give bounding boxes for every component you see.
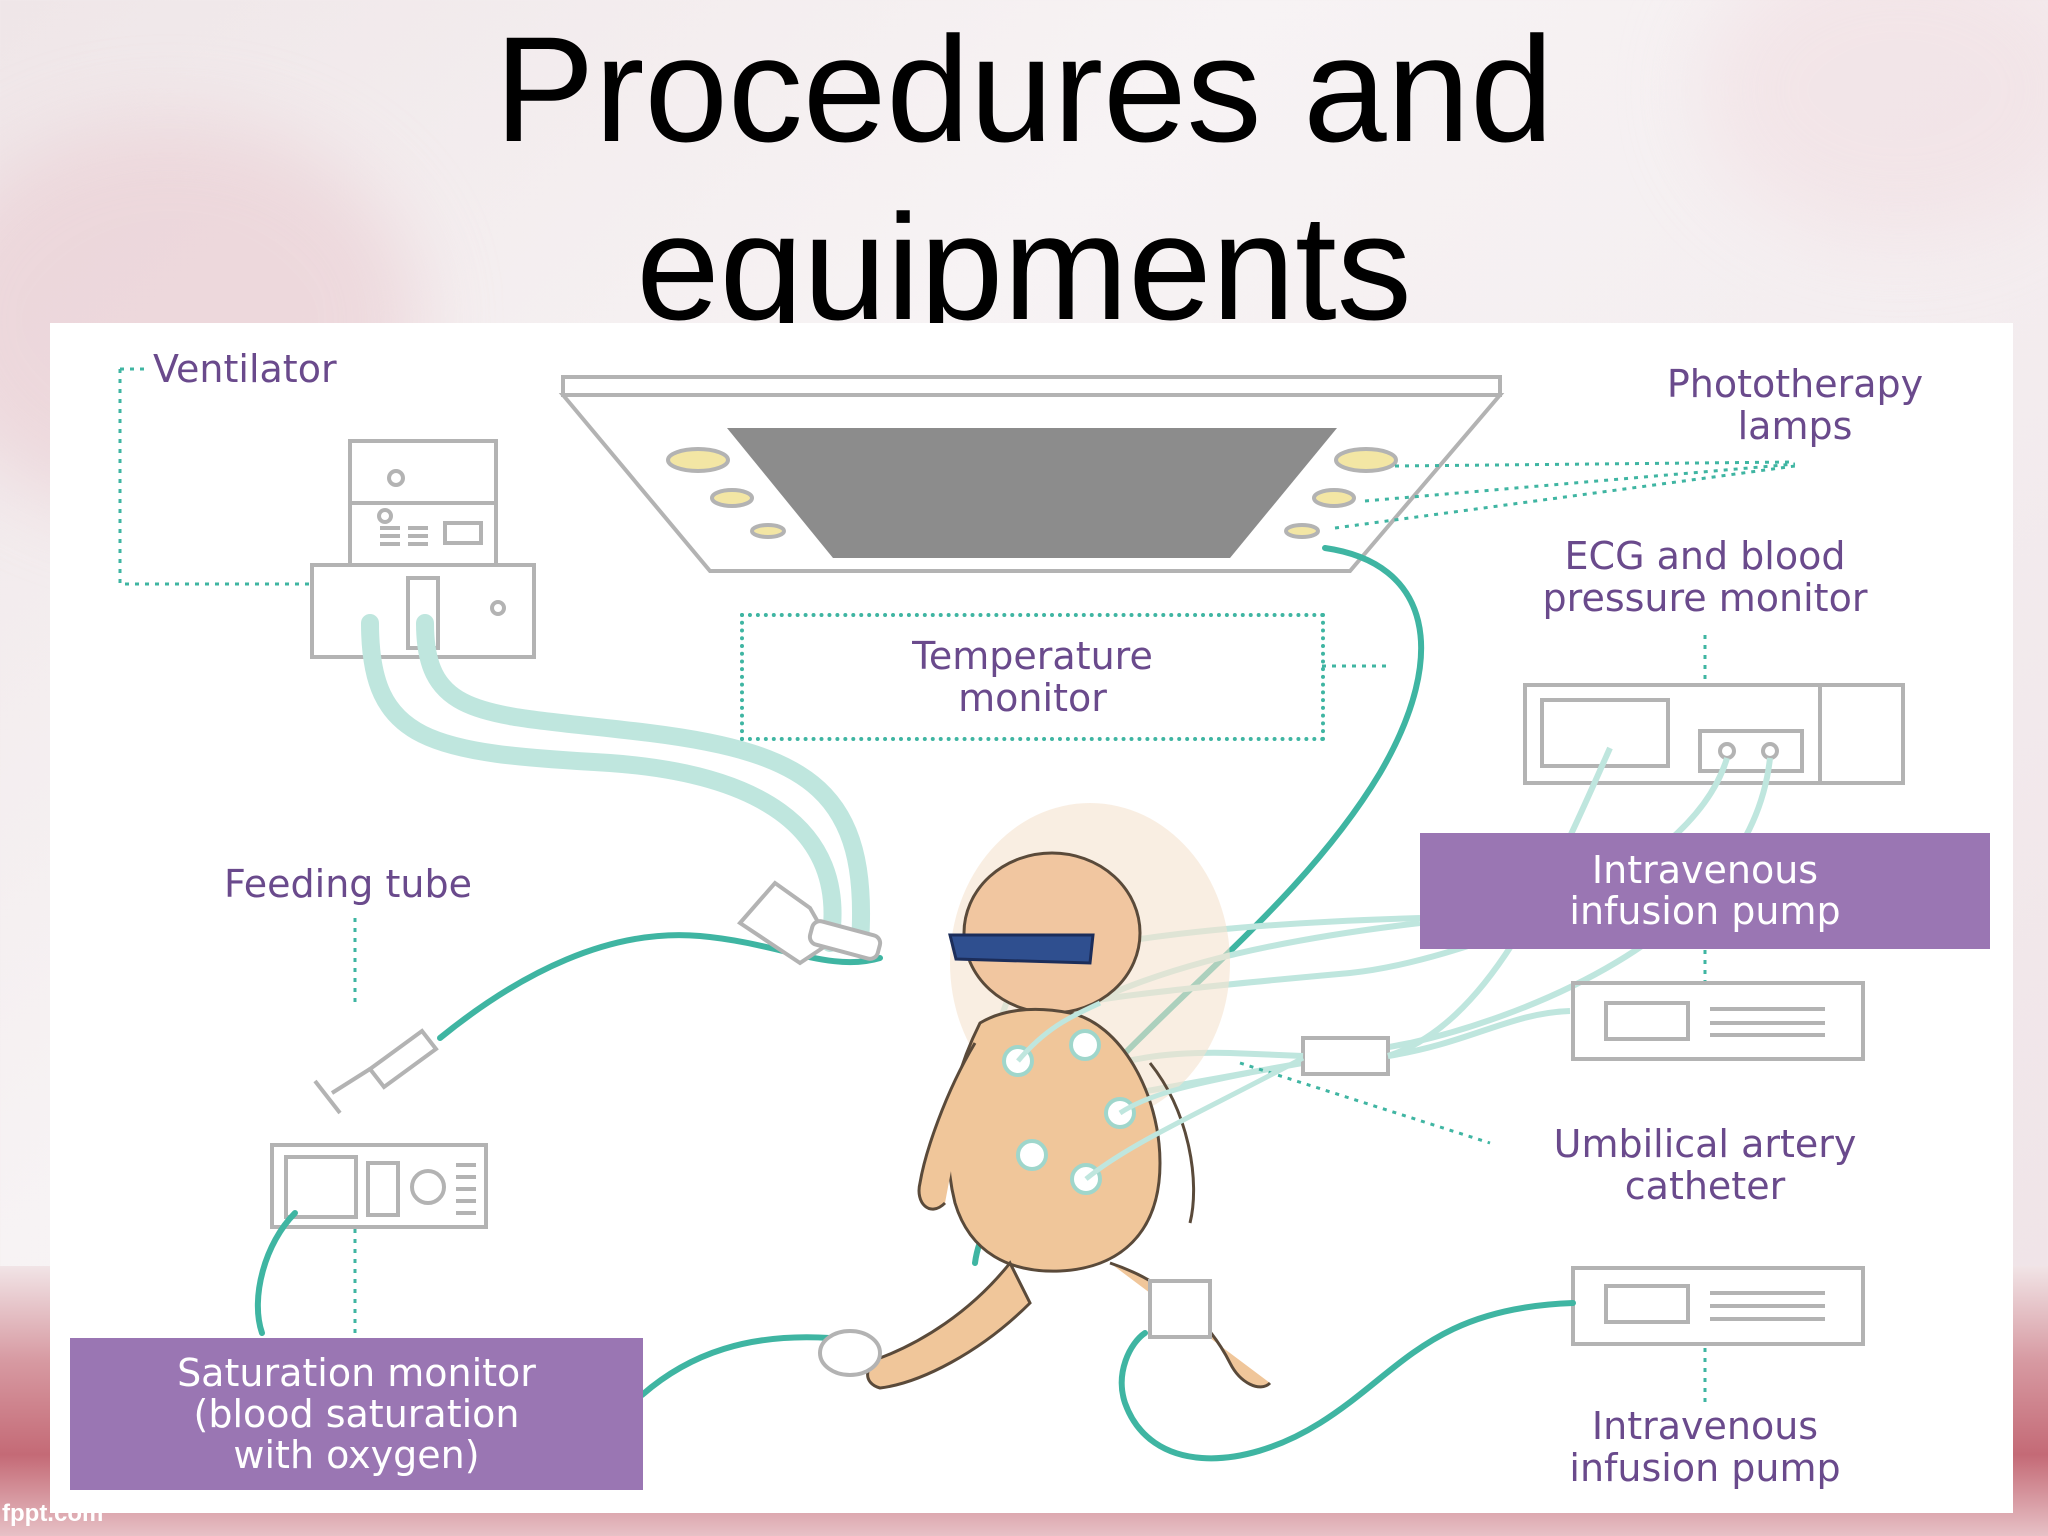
umbilical-catheter-connector	[1301, 1036, 1390, 1076]
saturation-sensor-cable	[639, 1334, 833, 1398]
ecg-monitor-device	[1523, 683, 1905, 785]
baby-illustration	[818, 803, 1272, 1390]
phototherapy-lamp	[558, 375, 1505, 573]
saturation-monitor-device	[270, 1143, 488, 1229]
label-umbilical-artery-catheter: Umbilical artery catheter	[1553, 1122, 1857, 1208]
syringe	[313, 1028, 439, 1115]
slide-title: Procedures and equipments	[0, 0, 2048, 356]
label-ventilator: Ventilator	[153, 347, 337, 391]
iv-bottom-cable	[1118, 1300, 1576, 1462]
iv-pump-top-box: Intravenous infusion pump	[1420, 833, 1990, 949]
saturation-monitor-box: Saturation monitor (blood saturation wit…	[70, 1338, 643, 1490]
phototherapy-connector-lines	[1334, 460, 1796, 530]
title-line-1: Procedures and	[494, 5, 1554, 173]
label-phototherapy-lamps: Phototherapy lamps	[1666, 362, 1924, 448]
ventilator-connector-line	[118, 369, 312, 586]
diagram-illustration	[118, 367, 1905, 1462]
iv-pump-bottom-device	[1571, 1266, 1865, 1346]
feeding-tube-line	[437, 932, 883, 1041]
ventilator-device	[310, 439, 536, 659]
temperature-monitor-box: Temperature monitor	[740, 613, 1325, 741]
iv-pump-top-device	[1571, 981, 1865, 1061]
label-ecg-monitor: ECG and blood pressure monitor	[1542, 534, 1868, 620]
label-feeding-tube: Feeding tube	[224, 862, 472, 906]
ventilator-tube-2	[416, 614, 870, 952]
diagram-panel: Ventilator Phototherapy lamps ECG and bl…	[50, 323, 2013, 1513]
watermark: fppt.com	[2, 1500, 104, 1527]
temperature-label-line-1: Temperature	[912, 634, 1153, 678]
label-iv-pump-bottom: Intravenous infusion pump	[1569, 1404, 1841, 1490]
temperature-label-line-2: monitor	[958, 676, 1107, 720]
ventilator-mouthpiece	[736, 880, 883, 966]
ventilator-tube-1	[361, 614, 842, 952]
